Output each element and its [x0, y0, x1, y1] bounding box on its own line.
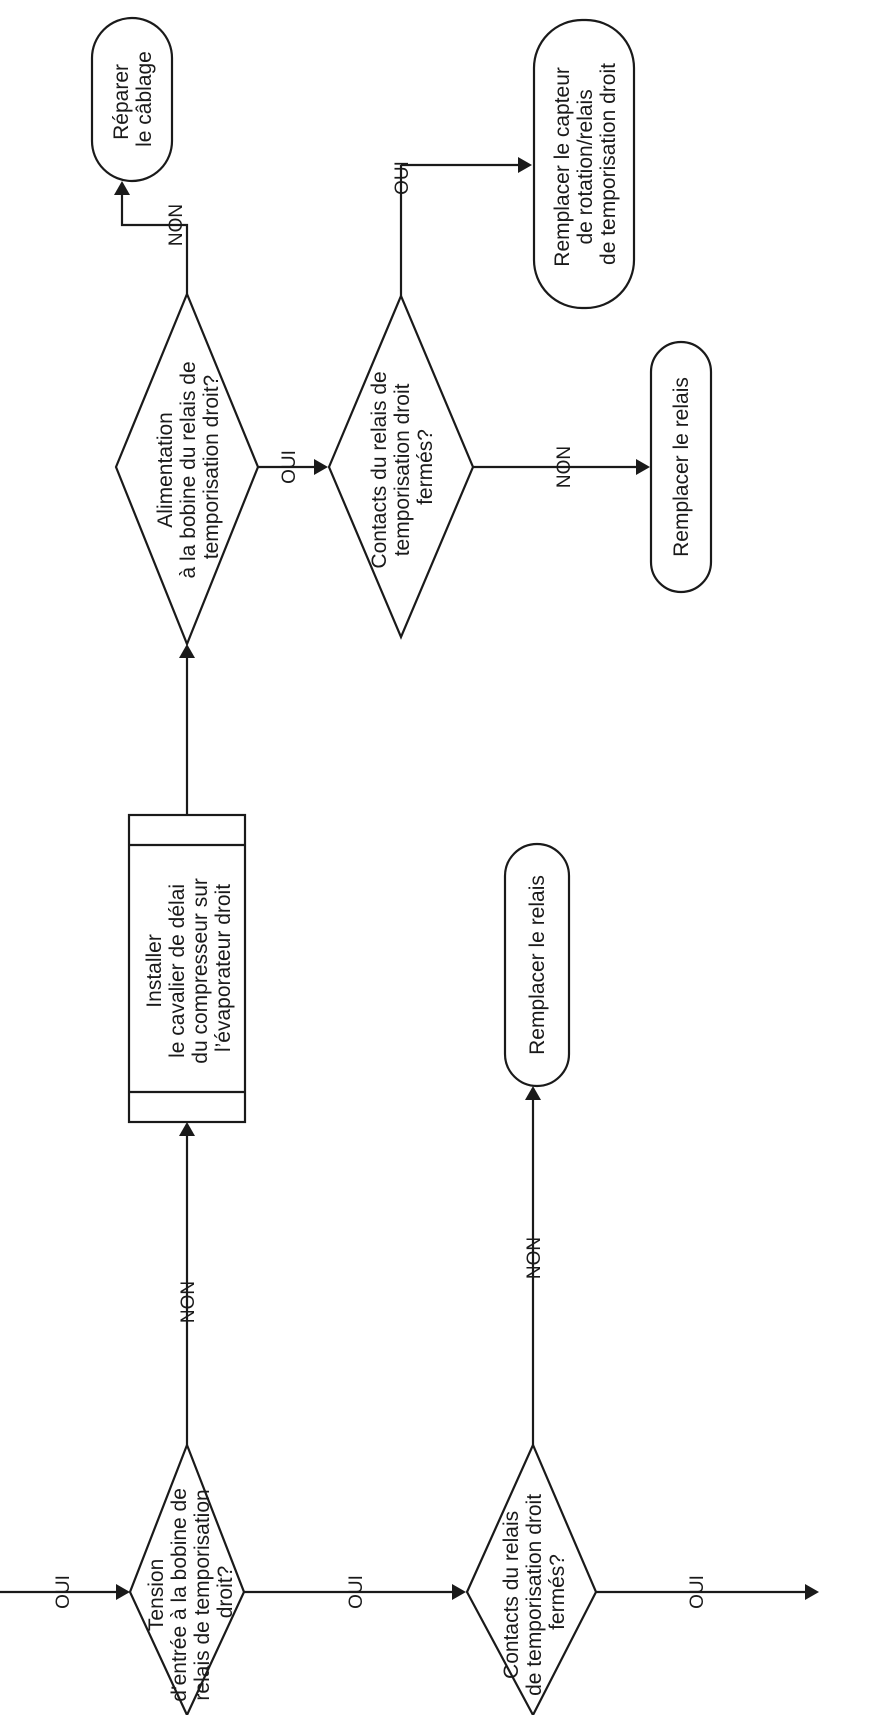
edge-label-d2-t1: NON — [524, 1237, 545, 1279]
edge-d4-t4: NON — [473, 446, 650, 488]
edge-label-entry: OUI — [53, 1575, 74, 1609]
svg-text:Alimentation à la bobine: Alimentation à la bobine du relais de te… — [154, 355, 223, 578]
decision-alimentation-bobine: Alimentation à la bobine du relais de te… — [114, 291, 260, 647]
edge-label-d2-exit: OUI — [687, 1575, 708, 1609]
edge-label-d4-t4: NON — [554, 446, 575, 488]
edge-d4-t3: OUI — [392, 157, 532, 296]
svg-text:Contacts du relais de te: Contacts du relais de temporisation droi… — [500, 1488, 569, 1696]
edge-d2-exit: OUI — [596, 1575, 819, 1609]
terminal-reparer-cablage: Réparer le câblage — [90, 16, 174, 183]
svg-text:Remplacer le relais: Remplacer le relais — [670, 377, 693, 557]
edge-d1-d2: OUI — [244, 1575, 466, 1609]
edge-label-d3-d4: OUI — [279, 450, 300, 484]
edge-d3-t2: NON — [114, 181, 189, 294]
terminal-remplacer-capteur: Remplacer le capteur de rotation/relais … — [532, 18, 636, 310]
edge-label-d1-d2: OUI — [346, 1575, 367, 1609]
svg-text:Tension d’entrée à la bo: Tension d’entrée à la bobine de relais d… — [145, 1482, 237, 1702]
edge-label-d4-t3: OUI — [392, 161, 413, 195]
edge-entry: OUI — [0, 1575, 130, 1609]
edge-d1-p1: NON — [178, 1122, 199, 1445]
decision-contacts-relais-2: Contacts du relais de temporisation droi… — [327, 293, 475, 640]
edge-label-d1-p1: NON — [178, 1281, 199, 1323]
svg-text:Contacts du relais de te: Contacts du relais de temporisation droi… — [368, 365, 437, 568]
edge-d3-d4: OUI — [258, 450, 328, 484]
edge-d2-t1: NON — [524, 1086, 545, 1445]
decision-tension-bobine: Tension d’entrée à la bobine de relais d… — [128, 1441, 246, 1715]
terminal-remplacer-relais-2: Remplacer le relais — [649, 340, 713, 594]
svg-text:Remplacer le relais: Remplacer le relais — [526, 875, 549, 1055]
edge-p1-d3 — [179, 644, 195, 815]
edge-label-d3-t2: NON — [166, 204, 187, 246]
svg-text:Réparer le câblage: Réparer le câblage — [110, 51, 156, 147]
terminal-remplacer-relais-1: Remplacer le relais — [503, 842, 571, 1088]
decision-contacts-relais-1: Contacts du relais de temporisation droi… — [465, 1442, 598, 1715]
process-installer-cavalier: Installer le cavalier de délai du compre… — [127, 813, 247, 1124]
svg-text:Installer le cavalier de: Installer le cavalier de délai du compre… — [143, 872, 235, 1063]
svg-text:Remplacer le capteur de: Remplacer le capteur de rotation/relais … — [551, 61, 620, 266]
